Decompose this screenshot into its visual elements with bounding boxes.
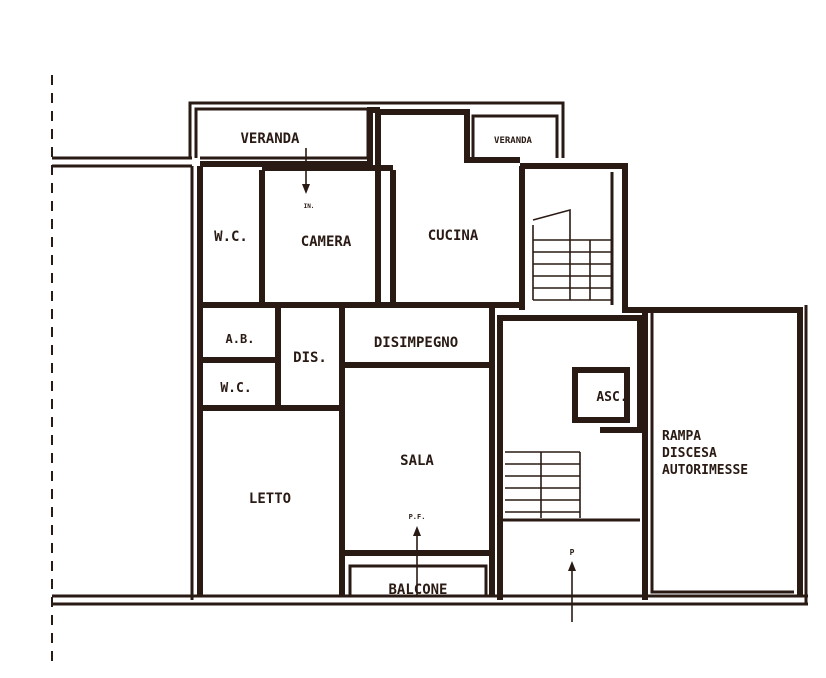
- staircase-lower: [505, 451, 581, 518]
- label-rampa-1: RAMPA: [662, 429, 701, 444]
- label-wc-bottom: W.C.: [220, 381, 251, 396]
- label-disimpegno: DISIMPEGNO: [374, 335, 458, 351]
- label-asc: ASC.: [596, 390, 627, 405]
- label-sala: SALA: [400, 453, 434, 469]
- label-letto: LETTO: [249, 491, 291, 507]
- exterior-walls: [52, 101, 808, 606]
- label-dis: DIS.: [293, 350, 327, 366]
- label-rampa-2: DISCESA: [662, 446, 717, 461]
- label-veranda-left: VERANDA: [240, 131, 300, 147]
- staircase-upper: [532, 208, 612, 301]
- label-rampa-3: AUTORIMESSE: [662, 463, 748, 478]
- label-wc-top: W.C.: [214, 229, 248, 245]
- entry-arrows: [302, 148, 576, 622]
- label-camera-entry: IN.: [304, 203, 315, 210]
- interior-walls: [200, 165, 794, 600]
- label-camera: CAMERA: [301, 234, 352, 250]
- label-veranda-right: VERANDA: [494, 136, 533, 146]
- label-sala-entry: P.F.: [409, 513, 426, 521]
- label-cucina: CUCINA: [428, 228, 479, 244]
- label-ab: A.B.: [226, 332, 255, 346]
- label-balcone: BALCONE: [388, 582, 447, 598]
- label-main-entry: P: [570, 548, 575, 557]
